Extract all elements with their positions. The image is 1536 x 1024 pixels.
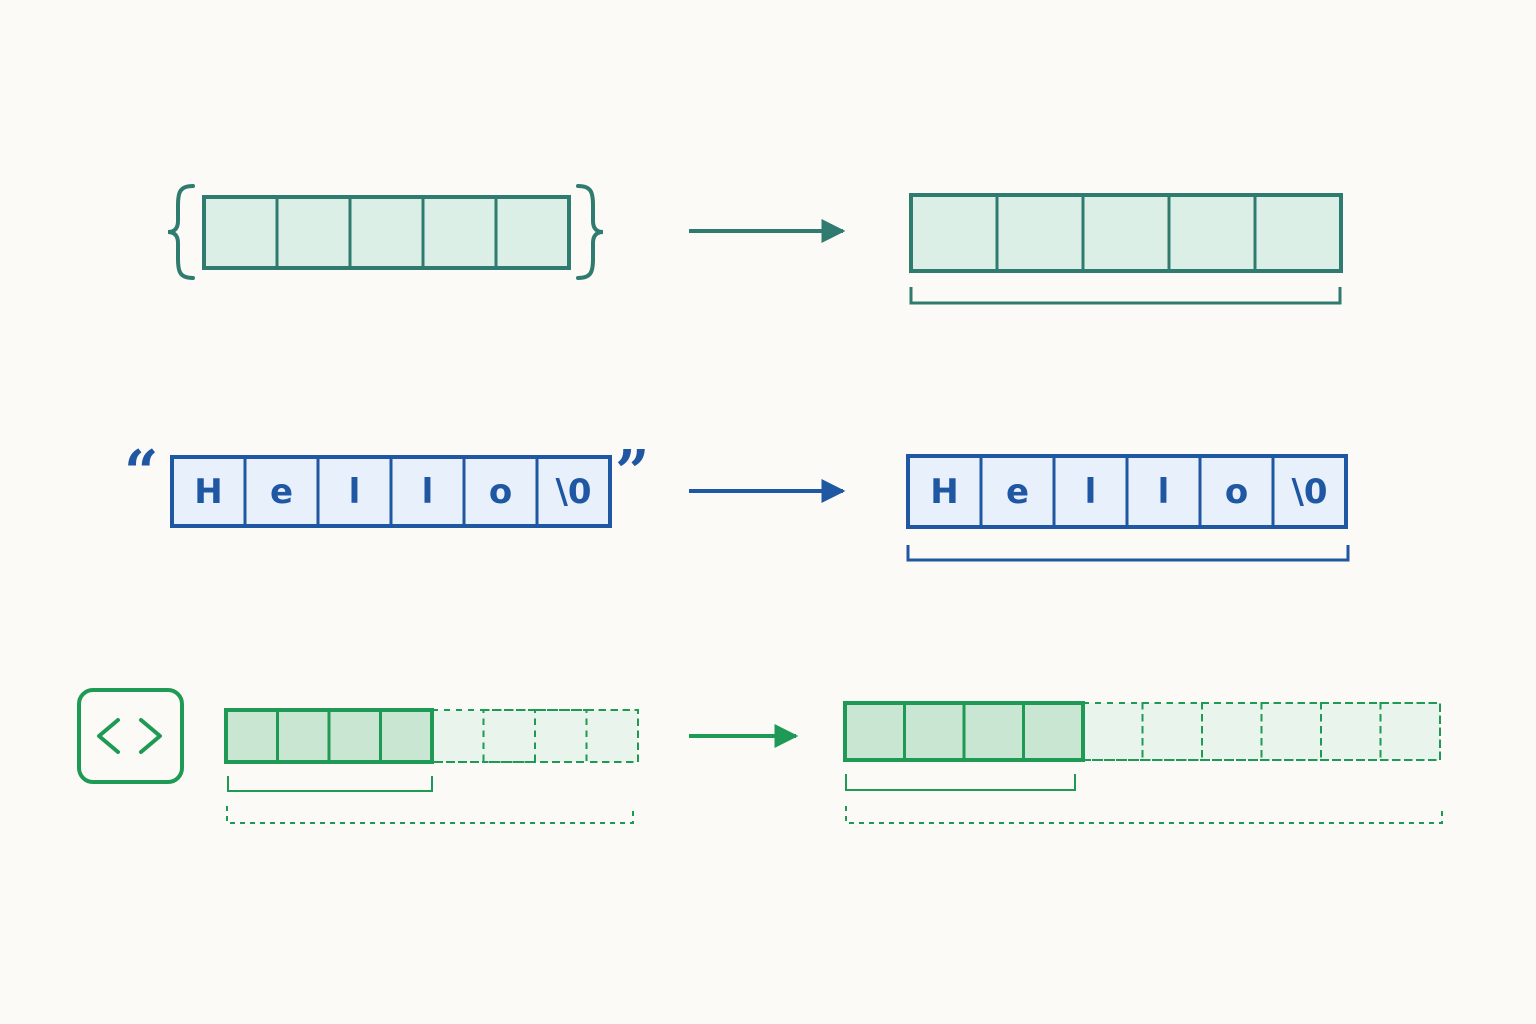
right-array (909, 193, 1343, 305)
cell-label: l (1158, 472, 1170, 512)
cell-label: l (349, 472, 361, 512)
open-quote-icon: “ (124, 438, 159, 508)
array-outline (909, 193, 1343, 273)
used-range-bracket (227, 776, 433, 792)
cell-label: H (930, 472, 958, 512)
array-cell (1271, 454, 1348, 529)
cell-label: l (422, 472, 434, 512)
close-quote-icon: ” (615, 438, 650, 508)
array-outline (202, 195, 571, 270)
array-cell (494, 195, 571, 270)
cell-label: o (489, 472, 512, 512)
spare-cell (585, 709, 639, 763)
code-icon (77, 688, 184, 784)
cell-label: e (1006, 472, 1029, 512)
range-bracket (906, 545, 1350, 562)
right-brace-icon (576, 184, 604, 280)
array-cell (535, 455, 612, 528)
spare-cell (1379, 702, 1441, 761)
range-bracket (909, 287, 1342, 305)
vector-row (77, 688, 1443, 824)
left-array (167, 184, 604, 280)
cell-label: l (1085, 472, 1097, 512)
cell-label: \0 (555, 472, 591, 512)
array-cell (1253, 193, 1343, 273)
left-brace-icon (167, 184, 195, 280)
used-cell (1022, 701, 1085, 762)
capacity-range-bracket (845, 806, 1443, 824)
cell-label: \0 (1291, 472, 1327, 512)
capacity-range-bracket (226, 806, 634, 824)
array-row (167, 184, 1343, 305)
used-cell (379, 708, 434, 764)
cell-label: o (1225, 472, 1248, 512)
cell-label: e (270, 472, 293, 512)
cell-label: H (194, 472, 222, 512)
used-range-bracket (845, 774, 1076, 791)
